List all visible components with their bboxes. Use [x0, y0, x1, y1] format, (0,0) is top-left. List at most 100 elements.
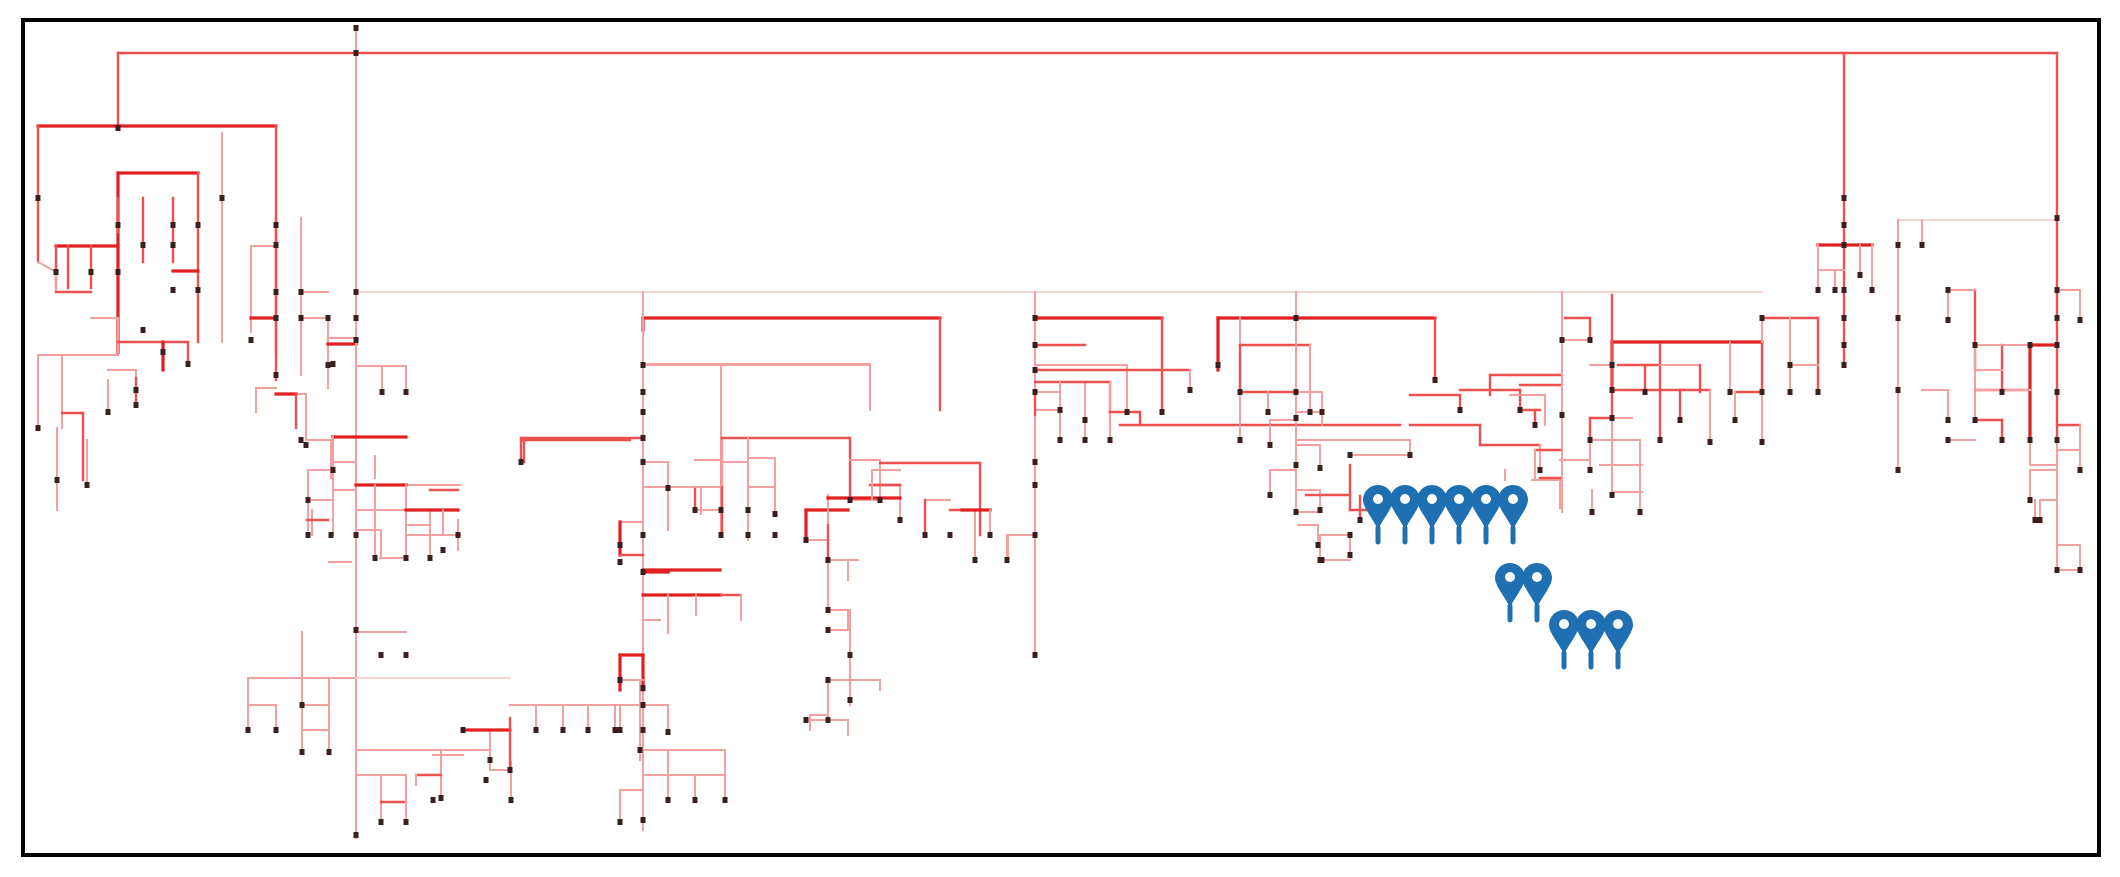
bus-node [637, 747, 643, 753]
bus-node [195, 287, 201, 293]
bus-node [353, 627, 359, 633]
map-pin-icon [1471, 485, 1501, 545]
bus-node [1609, 387, 1615, 393]
bus-node [897, 517, 903, 523]
bus-node [617, 677, 623, 683]
bus-node [640, 685, 646, 691]
bus-node [825, 627, 831, 633]
bus-node [1215, 362, 1221, 368]
bus-node [1677, 417, 1683, 423]
bus-node [305, 497, 311, 503]
bus-node [440, 547, 446, 553]
network-lines [36, 27, 2082, 839]
bus-node [1032, 652, 1038, 658]
bus-node [507, 767, 513, 773]
bus-node [1032, 459, 1038, 465]
bus-node [825, 607, 831, 613]
bus-node [299, 702, 305, 708]
bus-node [1237, 389, 1243, 395]
bus-node [1004, 557, 1010, 563]
bus-node [170, 242, 176, 248]
bus-node [1832, 287, 1838, 293]
bus-node [640, 569, 646, 575]
bus-node [35, 425, 41, 431]
bus-node [353, 289, 359, 295]
bus-node [1319, 409, 1325, 415]
bus-node [1642, 389, 1648, 395]
bus-node [1972, 417, 1978, 423]
bus-node [1857, 272, 1863, 278]
bus-node [403, 819, 409, 825]
bus-node [1895, 242, 1901, 248]
bus-node [379, 389, 385, 395]
bus-node [617, 819, 623, 825]
bus-node [1559, 412, 1565, 418]
bus-node [325, 362, 331, 368]
bus-node [1267, 442, 1273, 448]
bus-node [115, 125, 121, 131]
bus-node [2054, 567, 2060, 573]
bus-node [353, 337, 359, 343]
bus-node [303, 442, 309, 448]
bus-node [460, 727, 466, 733]
bus-node [1265, 409, 1271, 415]
bus-node [1307, 409, 1313, 415]
bus-node [1537, 467, 1543, 473]
bus-node [2037, 517, 2043, 523]
bus-node [692, 507, 698, 513]
map-pin-icon [1522, 563, 1552, 623]
bus-node [1609, 362, 1615, 368]
bus-node [640, 532, 646, 538]
bus-node [430, 797, 436, 803]
bus-node [1082, 417, 1088, 423]
bus-node [1347, 532, 1353, 538]
bus-node [1032, 367, 1038, 373]
bus-node [508, 797, 514, 803]
bus-node [273, 727, 279, 733]
bus-node [2027, 437, 2033, 443]
bus-node [718, 507, 724, 513]
bus-node [273, 315, 279, 321]
bus-node [1589, 509, 1595, 515]
bus-node [665, 797, 671, 803]
bus-node [1637, 509, 1643, 515]
bus-node [298, 437, 304, 443]
bus-node [353, 50, 359, 56]
map-pin-icon [1390, 485, 1420, 545]
bus-node [1057, 407, 1063, 413]
bus-node [1407, 452, 1413, 458]
bus-node [1057, 437, 1063, 443]
bus-node [803, 717, 809, 723]
bus-node [170, 287, 176, 293]
bus-node [133, 387, 139, 393]
bus-node [1895, 467, 1901, 473]
bus-node [1317, 465, 1323, 471]
bus-node [403, 652, 409, 658]
bus-node [1293, 415, 1299, 421]
bus-node [640, 435, 646, 441]
bus-node [1082, 437, 1088, 443]
bus-node [1319, 557, 1325, 563]
bus-node [84, 482, 90, 488]
bus-node [273, 222, 279, 228]
map-pin-icon [1417, 485, 1447, 545]
bus-node [2054, 287, 2060, 293]
bus-node [1293, 462, 1299, 468]
bus-node [53, 269, 59, 275]
bus-node [1945, 317, 1951, 323]
bus-node [1841, 195, 1847, 201]
bus-node [1032, 342, 1038, 348]
bus-node [133, 402, 139, 408]
bus-node [1972, 342, 1978, 348]
bus-node [427, 555, 433, 561]
map-pin-icon [1495, 563, 1525, 623]
bus-node [665, 729, 671, 735]
bus-node [330, 361, 336, 367]
bus-node [1841, 342, 1847, 348]
bus-node [2077, 467, 2083, 473]
bus-node [1432, 377, 1438, 383]
bus-node [640, 409, 646, 415]
bus-node [1841, 315, 1847, 321]
bus-node [1841, 287, 1847, 293]
bus-node [353, 315, 359, 321]
